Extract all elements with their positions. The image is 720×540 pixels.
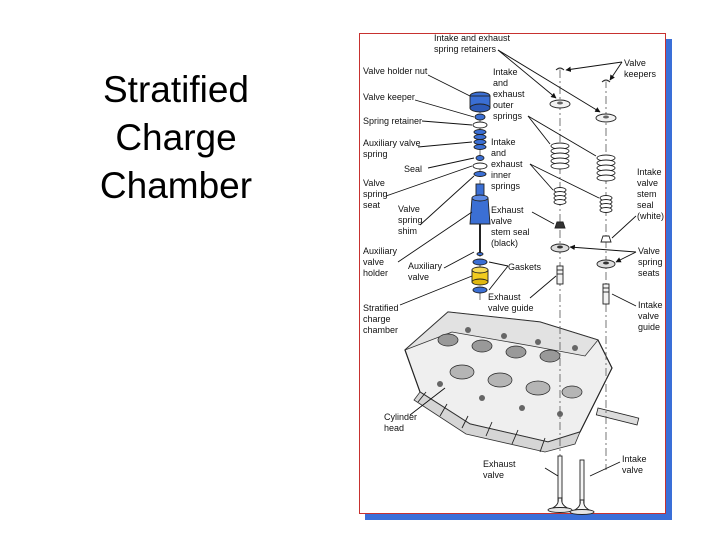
label-spring-retainers-1: Intake and exhaust: [434, 33, 511, 43]
label-intake-valve-guide-2: valve: [638, 311, 659, 321]
label-outer-springs-5: springs: [493, 111, 523, 121]
label-exhaust-stem-seal-2: valve: [491, 216, 512, 226]
label-exhaust-valve-guide-2: valve guide: [488, 303, 534, 313]
label-valve-spring-seats-2: spring: [638, 257, 663, 267]
label-intake-stem-seal-2: valve: [637, 178, 658, 188]
main-valves-stack: [547, 67, 617, 515]
right-labels: Intake and exhaust spring retainers Valv…: [434, 33, 664, 480]
leader-lines: [385, 49, 637, 477]
label-valve-spring-seats-1: Valve: [638, 246, 660, 256]
label-inner-springs-2: and: [491, 148, 506, 158]
label-intake-stem-seal-4: seal: [637, 200, 654, 210]
label-outer-springs-2: and: [493, 78, 508, 88]
label-exhaust-stem-seal-1: Exhaust: [491, 205, 524, 215]
label-inner-springs-1: Intake: [491, 137, 516, 147]
label-valve-keepers-1: Valve: [624, 58, 646, 68]
auxiliary-valve-stack: [469, 91, 491, 294]
label-stratified-charge-chamber-1: Stratified: [363, 303, 399, 313]
label-auxiliary-valve-spring-1: Auxiliary valve: [363, 138, 421, 148]
label-valve-spring-shim-2: spring: [398, 215, 423, 225]
label-inner-springs-5: springs: [491, 181, 521, 191]
slide-title: Stratified Charge Chamber: [40, 66, 312, 210]
label-valve-spring-seat-1: Valve: [363, 178, 385, 188]
label-valve-holder-nut: Valve holder nut: [363, 66, 428, 76]
title-line-2: Charge: [115, 117, 237, 158]
label-exhaust-valve-guide-1: Exhaust: [488, 292, 521, 302]
title-line-3: Chamber: [99, 165, 253, 206]
label-cylinder-head-2: head: [384, 423, 404, 433]
label-valve-keeper: Valve keeper: [363, 92, 415, 102]
label-valve-keepers-2: keepers: [624, 69, 657, 79]
label-intake-valve-1: Intake: [622, 454, 647, 464]
label-seal: Seal: [404, 164, 422, 174]
label-auxiliary-valve-holder-3: holder: [363, 268, 388, 278]
label-auxiliary-valve-holder-2: valve: [363, 257, 384, 267]
label-intake-stem-seal-1: Intake: [637, 167, 662, 177]
label-intake-stem-seal-5: (white): [637, 211, 664, 221]
label-spring-retainers-2: spring retainers: [434, 44, 497, 54]
label-valve-spring-seats-3: seats: [638, 268, 660, 278]
label-exhaust-stem-seal-3: stem seal: [491, 227, 530, 237]
label-auxiliary-valve-2: valve: [408, 272, 429, 282]
label-valve-spring-seat-3: seat: [363, 200, 381, 210]
label-outer-springs-3: exhaust: [493, 89, 525, 99]
label-inner-springs-4: inner: [491, 170, 511, 180]
label-exhaust-valve-1: Exhaust: [483, 459, 516, 469]
cylinder-head-illustration: [404, 311, 640, 453]
label-intake-valve-guide-1: Intake: [638, 300, 663, 310]
label-outer-springs-1: Intake: [493, 67, 518, 77]
label-intake-stem-seal-3: stem: [637, 189, 657, 199]
label-inner-springs-3: exhaust: [491, 159, 523, 169]
label-auxiliary-valve-holder-1: Auxiliary: [363, 246, 398, 256]
label-valve-spring-shim-3: shim: [398, 226, 417, 236]
label-auxiliary-valve-1: Auxiliary: [408, 261, 443, 271]
label-valve-spring-shim-1: Valve: [398, 204, 420, 214]
label-auxiliary-valve-spring-2: spring: [363, 149, 388, 159]
label-cylinder-head-1: Cylinder: [384, 412, 417, 422]
label-valve-spring-seat-2: spring: [363, 189, 388, 199]
label-exhaust-valve-2: valve: [483, 470, 504, 480]
label-intake-valve-guide-3: guide: [638, 322, 660, 332]
label-stratified-charge-chamber-3: chamber: [363, 325, 398, 335]
label-spring-retainer: Spring retainer: [363, 116, 422, 126]
label-exhaust-stem-seal-4: (black): [491, 238, 518, 248]
label-gaskets: Gaskets: [508, 262, 542, 272]
title-line-1: Stratified: [102, 69, 249, 110]
label-outer-springs-4: outer: [493, 100, 514, 110]
label-stratified-charge-chamber-2: charge: [363, 314, 391, 324]
left-labels: Valve holder nut Valve keeper Spring ret…: [363, 66, 542, 433]
label-intake-valve-2: valve: [622, 465, 643, 475]
